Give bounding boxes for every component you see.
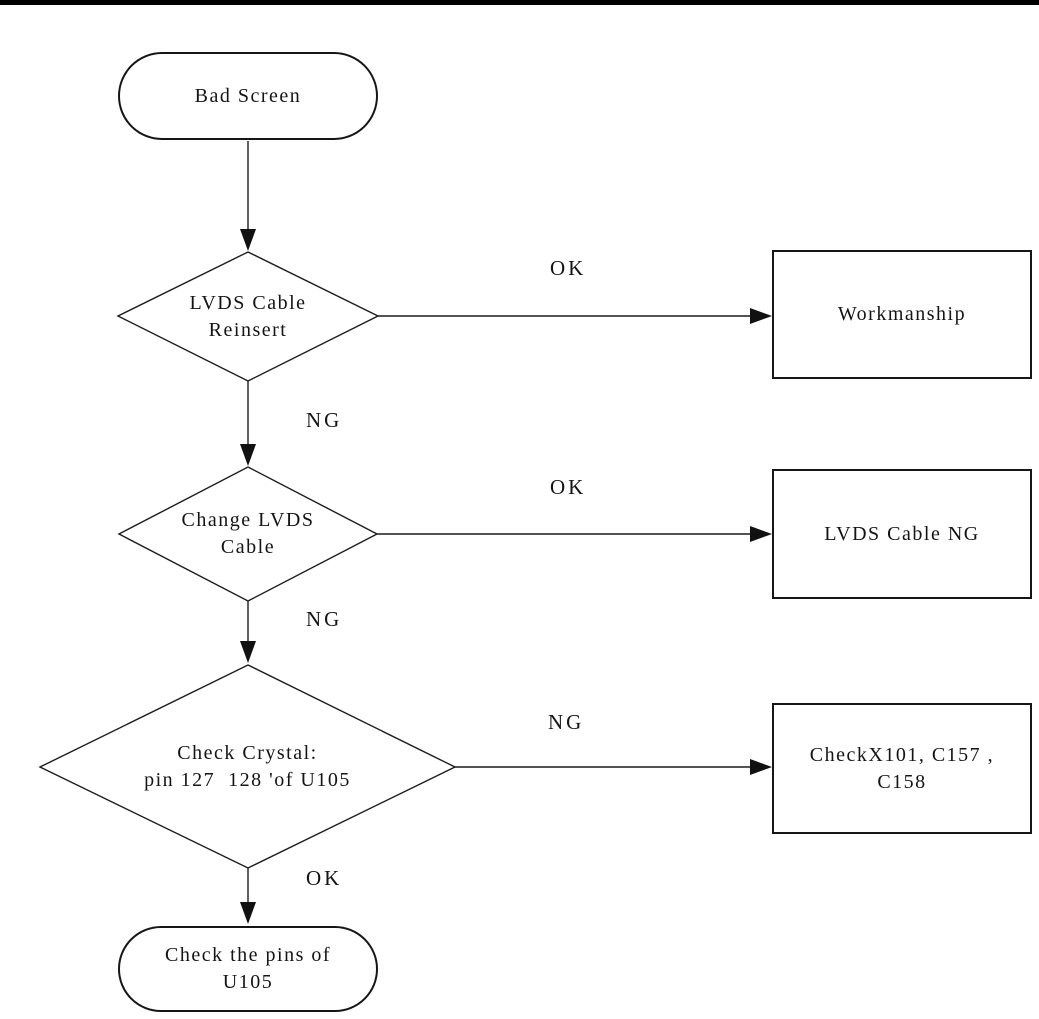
start-terminal: Bad Screen — [118, 52, 378, 140]
branch-label-decision3-ok: OK — [306, 866, 343, 890]
result-2-label: LVDS Cable NG — [824, 522, 980, 545]
result-2-box: LVDS Cable NG — [772, 469, 1032, 599]
decision-2-diamond — [117, 466, 379, 602]
result-1-label: Workmanship — [837, 303, 967, 325]
decision-1-diamond — [116, 251, 380, 382]
arrowhead-right-result2 — [750, 526, 772, 542]
result-3-box: CheckX101, C157 , C158 — [772, 703, 1032, 834]
branch-label-decision1-ng: NG — [306, 408, 343, 432]
arrowhead-down-decision1 — [240, 229, 256, 251]
result-3-line1: CheckX101, C157 , — [809, 743, 995, 766]
arrowhead-down-decision3 — [240, 641, 256, 663]
arrowhead-down-end — [240, 902, 256, 924]
page-top-rule — [0, 0, 1039, 5]
end-terminal-line2: U105 — [222, 971, 274, 993]
arrowhead-right-result1 — [750, 308, 772, 324]
branch-label-decision2-ng: NG — [306, 607, 343, 631]
end-terminal-line1: Check the pins of — [164, 944, 332, 966]
arrowhead-right-result3 — [750, 759, 772, 775]
result-1-box: Workmanship — [772, 250, 1032, 379]
branch-label-decision1-ok: OK — [550, 256, 587, 280]
branch-label-decision3-ng: NG — [548, 710, 585, 734]
start-terminal-label: Bad Screen — [194, 84, 302, 107]
result-3-line2: C158 — [877, 770, 927, 793]
decision-3-diamond — [38, 664, 457, 869]
branch-label-decision2-ok: OK — [550, 475, 587, 499]
arrowhead-down-decision2 — [240, 444, 256, 466]
end-terminal: Check the pins of U105 — [118, 926, 378, 1012]
